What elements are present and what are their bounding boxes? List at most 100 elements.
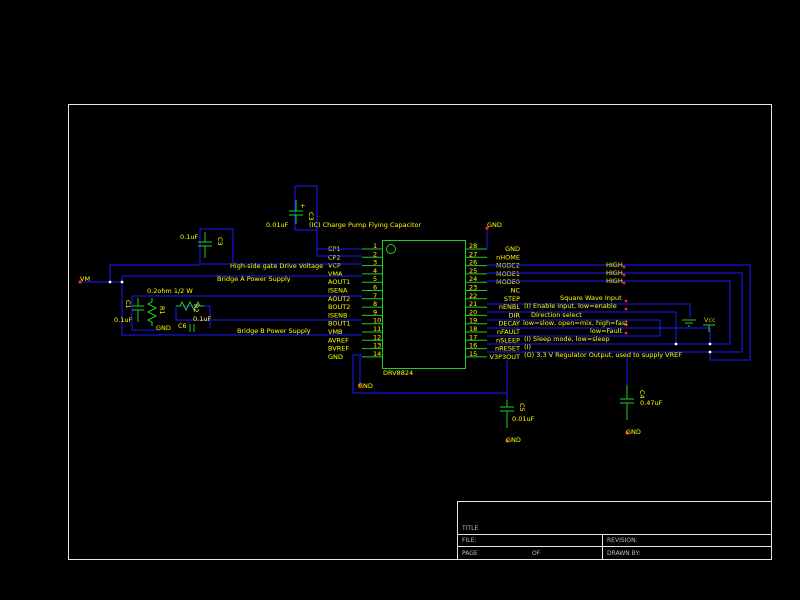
charge-pump-note: (IC) Charge Pump Flying Capacitor [309, 221, 421, 229]
pin-number-left: 10 [373, 317, 381, 325]
sheet-border [68, 104, 772, 560]
pin-name-left: AOUT1 [328, 278, 350, 286]
pin-name-right: nFAULT [497, 328, 520, 336]
c-hs-ref: C3 [216, 237, 224, 246]
nsleep-note: (I) Sleep mode, low=sleep [524, 335, 610, 343]
wires [80, 185, 751, 400]
pin-name-left: GND [328, 353, 343, 361]
pin1-marker-icon [386, 244, 396, 254]
pin-name-right: NC [511, 287, 521, 295]
c1-ref: C1 [124, 300, 132, 309]
pin-number-right: 21 [469, 300, 477, 308]
pin-name-right: MODE2 [496, 262, 520, 270]
left-pin-group: 1CP12CP23VCP4VMA5AOUT16ISENA7AOUT28BOUT2… [328, 242, 382, 361]
pin-number-right: 26 [469, 259, 477, 267]
pin-name-left: BOUT2 [328, 303, 350, 311]
bridge-b-note: Bridge B Power Supply [237, 327, 311, 335]
c3-capacitor: + [289, 200, 305, 224]
decay-note: low=slow, open=mix, high=fast [523, 319, 628, 327]
pin-name-right: MODE1 [496, 270, 520, 278]
pin-number-right: 28 [469, 242, 477, 250]
vcc-symbol-icon: Vcc [703, 316, 716, 332]
r1-resistor [146, 298, 158, 326]
c3-ref: C3 [307, 212, 315, 221]
pin-name-right: MODE0 [496, 278, 520, 286]
pin-number-left: 13 [373, 342, 381, 350]
gnd-label-c4: GND [626, 428, 641, 436]
gnd-label-left: GND [156, 324, 171, 332]
pin-name-left: BOUT1 [328, 320, 350, 328]
chip-name: DRV8824 [383, 369, 413, 377]
pin-name-left: VMB [328, 328, 343, 336]
bridge-a-note: Bridge A Power Supply [217, 275, 291, 283]
gnd-label-top: GND [487, 221, 502, 229]
pin-name-left: CP2 [328, 253, 341, 261]
c5-capacitor [500, 400, 514, 428]
c5-ref: C5 [518, 403, 526, 412]
pin-number-left: 1 [373, 242, 377, 250]
title-block: TITLE FILE: REVISION: PAGE OF DRAWN BY: [457, 501, 772, 560]
c6-capacitor [189, 324, 195, 332]
pin-number-left: 4 [373, 267, 377, 275]
pin-name-left: AVREF [328, 336, 349, 344]
hs-gate-note: High-side gate Drive Voltage [230, 262, 323, 270]
pin-number-right: 19 [469, 317, 477, 325]
pin-number-left: 3 [373, 259, 377, 267]
pin-number-right: 18 [469, 325, 477, 333]
pin-name-right: V3P3OUT [490, 353, 521, 361]
pin-number-right: 17 [469, 333, 477, 341]
dir-note: Direction select [531, 311, 582, 319]
pin-number-left: 7 [373, 292, 377, 300]
mode0-note: HIGH [606, 277, 623, 285]
pin-number-left: 14 [373, 350, 381, 358]
nfault-note: low=Fault [590, 327, 623, 335]
pin-number-right: 27 [469, 250, 477, 258]
page-label: PAGE [462, 550, 478, 557]
vm-label: VM [80, 275, 90, 283]
mode1-note: HIGH [606, 269, 623, 277]
pin-number-left: 11 [373, 325, 381, 333]
pin-name-left: AOUT2 [328, 295, 350, 303]
pin-number-left: 2 [373, 250, 377, 258]
junction-dots [78, 226, 712, 443]
pin-name-left: VMA [328, 270, 343, 278]
c3-plus: + [300, 202, 305, 210]
v3p3-note: (O) 3.3 V Regulator Output, used to supp… [524, 351, 682, 359]
pin-number-left: 8 [373, 300, 377, 308]
pin-name-left: ISENA [328, 287, 348, 295]
drawn-by-label: DRAWN BY: [607, 550, 640, 557]
c5-value: 0.01uF [512, 415, 535, 423]
pin-name-right: nHOME [496, 253, 520, 261]
c4-ref: C4 [638, 390, 646, 399]
pin-number-right: 20 [469, 308, 477, 316]
r2-resistor [176, 300, 204, 312]
ground-symbol-icon [682, 319, 696, 327]
mode2-note: HIGH [606, 261, 623, 269]
pin-name-right: nENBL [499, 303, 521, 311]
pin-number-right: 22 [469, 292, 477, 300]
pin-number-right: 23 [469, 284, 477, 292]
file-label: FILE: [462, 537, 476, 544]
r2-ref: R2 [192, 304, 200, 313]
c4-capacitor [620, 385, 634, 420]
c6-ref: C6 [178, 322, 187, 330]
pin-number-right: 15 [469, 350, 477, 358]
c-hs-value: 0.1uF [180, 233, 198, 241]
pin-name-left: ISENB [328, 311, 347, 319]
pin-name-right: GND [505, 245, 520, 253]
pin-number-left: 12 [373, 333, 381, 341]
pin-number-right: 24 [469, 275, 477, 283]
pin-number-right: 16 [469, 342, 477, 350]
c6-value: 0.1uF [193, 315, 211, 323]
pin-number-right: 25 [469, 267, 477, 275]
of-label: OF [532, 550, 541, 557]
title-label: TITLE [461, 525, 478, 532]
pin-name-right: STEP [504, 295, 520, 303]
pin-name-right: nRESET [495, 345, 520, 353]
gnd-label-c5: GND [506, 436, 521, 444]
step-note: Square Wave Input [560, 294, 622, 302]
c3-value: 0.01uF [266, 221, 289, 229]
pin-name-left: BVREF [328, 345, 349, 353]
pin-name-right: DIR [509, 311, 521, 319]
nreset-note: (I) [524, 343, 531, 351]
